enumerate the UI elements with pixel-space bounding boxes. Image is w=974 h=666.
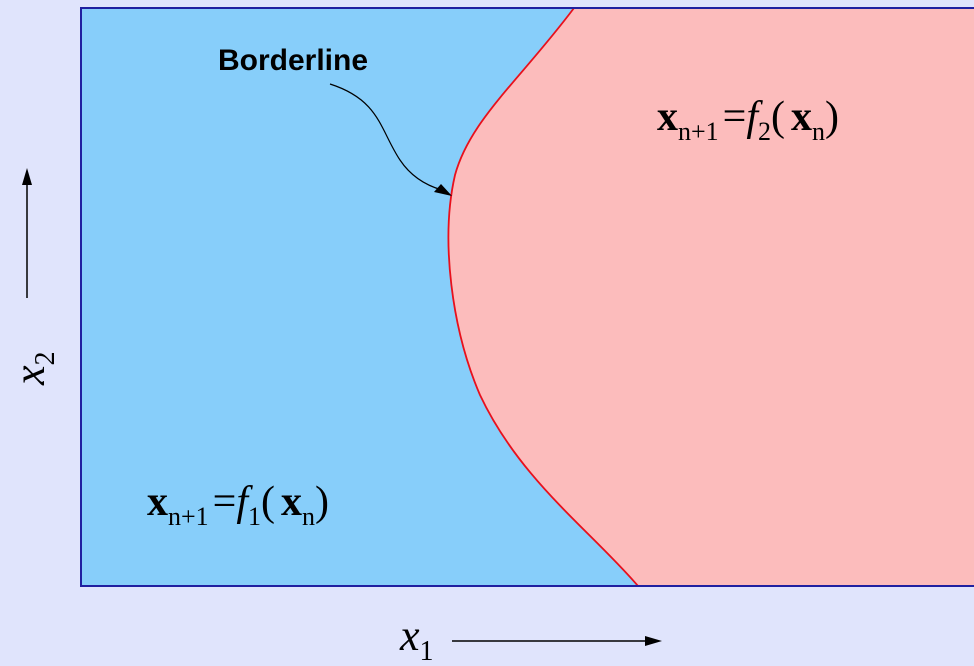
y-axis-arrowhead	[22, 168, 32, 185]
f2-func-sub: 2	[758, 117, 771, 146]
plot-frame	[80, 7, 974, 587]
borderline-curve	[447, 7, 639, 587]
borderline-pointer	[329, 83, 443, 191]
f2-region	[448, 8, 974, 586]
borderline-pointer-arrowhead	[434, 184, 452, 196]
x-axis-arrowhead	[645, 636, 662, 646]
f1-map-equation: xn+1=f1(xn)	[147, 479, 329, 531]
y-axis-var: x	[5, 365, 54, 386]
f2-arg-sub: n	[812, 117, 825, 146]
borderline-label: Borderline	[218, 44, 368, 77]
y-axis-sub: 2	[30, 351, 61, 365]
x-axis-sub: 1	[420, 636, 434, 666]
f1-open-paren: (	[261, 479, 275, 525]
f1-lhs-sub: n+1	[168, 502, 209, 531]
x-axis-var: x	[399, 611, 420, 660]
f1-equals: =	[213, 479, 237, 525]
f2-close-paren: )	[825, 94, 839, 140]
f1-arg-var: x	[281, 479, 302, 525]
f2-map-equation: xn+1=f2(xn)	[657, 94, 839, 146]
f1-arg-sub: n	[302, 502, 315, 531]
f1-close-paren: )	[315, 479, 329, 525]
y-axis-label: x2	[5, 351, 61, 386]
f2-lhs-var: x	[657, 94, 678, 140]
x-axis-label: x1	[399, 611, 434, 666]
y-axis-label-group: x2	[5, 351, 61, 386]
f2-arg-var: x	[791, 94, 812, 140]
f2-open-paren: (	[771, 94, 785, 140]
f1-lhs-var: x	[147, 479, 168, 525]
f2-lhs-sub: n+1	[678, 117, 719, 146]
f2-equals: =	[723, 94, 747, 140]
f1-func-sub: 1	[248, 502, 261, 531]
